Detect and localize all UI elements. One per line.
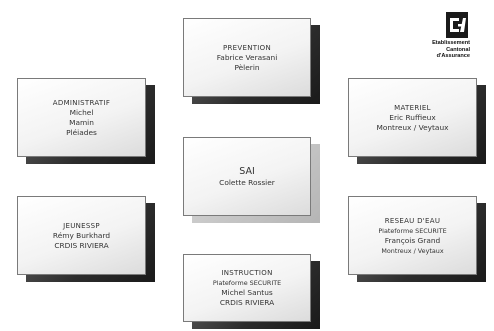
node-title: JEUNESSP xyxy=(63,221,100,230)
logo-text-line: Cantonal xyxy=(446,46,470,53)
logo-text-line: Etablissement xyxy=(432,40,470,46)
cea-logo-icon xyxy=(446,12,468,38)
logo: Etablissement Cantonal d'Assurance xyxy=(386,10,470,60)
node-line: François Grand xyxy=(384,235,441,245)
node-box: INSTRUCTION Plateforme SECURITE Michel S… xyxy=(183,254,311,322)
node-line: CRDIS RIVIERA xyxy=(219,298,275,307)
node-line: CRDIS RIVIERA xyxy=(54,240,109,250)
node-line: Mamin xyxy=(69,117,94,127)
node-box: JEUNESSP Rémy Burkhard CRDIS RIVIERA xyxy=(17,196,146,275)
node-administratif: ADMINISTRATIF Michel Mamin Pléiades xyxy=(17,78,155,164)
node-reseau-d-eau: RESEAU D'EAU Plateforme SECURITE Françoi… xyxy=(348,196,486,282)
node-line: Pléiades xyxy=(66,127,97,137)
node-box: PREVENTION Fabrice Verasani Pèlerin xyxy=(183,18,311,97)
node-line: Montreux / Veytaux xyxy=(376,122,449,132)
node-line: Montreux / Veytaux xyxy=(381,246,444,255)
node-title: PREVENTION xyxy=(222,43,272,52)
logo-text-line: d'Assurance xyxy=(436,53,470,60)
node-title: MATERIEL xyxy=(394,103,431,112)
node-line: Pèlerin xyxy=(234,62,260,72)
node-box: SAI Colette Rossier xyxy=(183,137,311,216)
node-sai: SAI Colette Rossier xyxy=(183,137,320,223)
node-prevention: PREVENTION Fabrice Verasani Pèlerin xyxy=(183,18,320,104)
node-line: Eric Ruffieux xyxy=(389,112,436,122)
node-jeunessp: JEUNESSP Rémy Burkhard CRDIS RIVIERA xyxy=(17,196,155,282)
node-line: Fabrice Verasani xyxy=(216,52,278,62)
node-instruction: INSTRUCTION Plateforme SECURITE Michel S… xyxy=(183,254,320,329)
node-box: ADMINISTRATIF Michel Mamin Pléiades xyxy=(17,78,146,157)
node-line: Plateforme SECURITE xyxy=(212,279,282,287)
node-line: Plateforme SECURITE xyxy=(378,226,447,235)
node-title: INSTRUCTION xyxy=(221,269,273,277)
node-box: RESEAU D'EAU Plateforme SECURITE Françoi… xyxy=(348,196,477,275)
node-title: RESEAU D'EAU xyxy=(384,216,441,225)
node-line: Colette Rossier xyxy=(219,178,275,187)
node-line: Rémy Burkhard xyxy=(52,230,111,240)
node-line: Michel xyxy=(69,107,94,117)
node-title: SAI xyxy=(239,166,255,177)
node-line: Michel Santus xyxy=(221,288,273,297)
node-title: ADMINISTRATIF xyxy=(52,98,111,107)
node-box: MATERIEL Eric Ruffieux Montreux / Veytau… xyxy=(348,78,477,157)
node-materiel: MATERIEL Eric Ruffieux Montreux / Veytau… xyxy=(348,78,486,164)
